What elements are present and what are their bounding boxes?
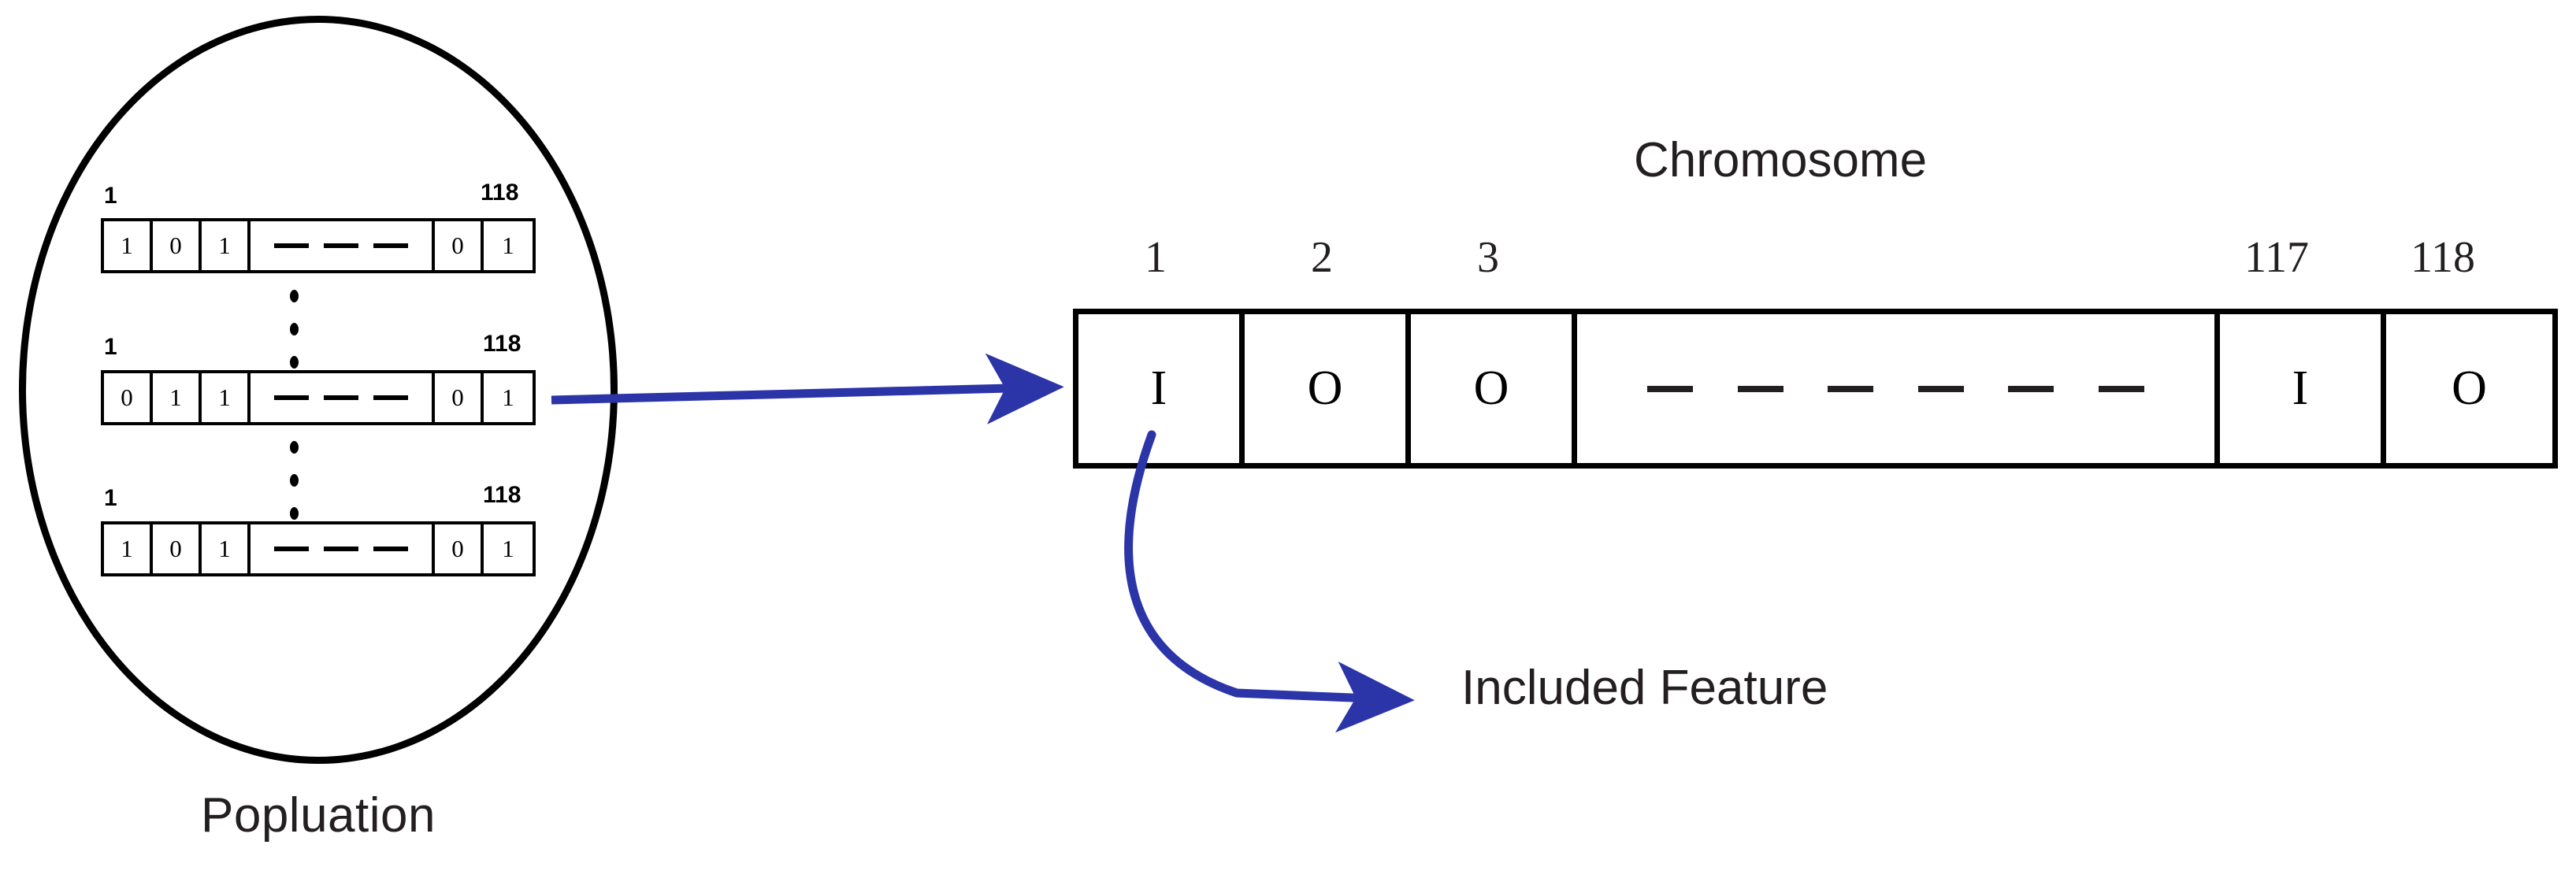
dash-icon	[2008, 385, 2054, 392]
population-cell: 1	[153, 373, 202, 422]
chromosome-index-117: 117	[2244, 233, 2309, 282]
population-cell: 1	[202, 221, 251, 270]
population-cell: 1	[104, 221, 153, 270]
population-cell: 1	[202, 524, 251, 573]
population-row: 1 0 1 0 1	[101, 521, 536, 576]
dash-icon	[373, 243, 408, 248]
dash-group	[1646, 385, 2144, 392]
dash-icon	[323, 395, 358, 400]
chromosome-cell-ellipsis	[1577, 314, 2220, 463]
population-cell-ellipsis	[251, 221, 435, 270]
dash-icon	[274, 243, 310, 248]
population-row-2-end-index: 118	[483, 331, 522, 357]
chromosome-index-118: 118	[2411, 233, 2475, 282]
chromosome-cell-1: I	[1078, 314, 1245, 463]
population-row: 1 0 1 0 1	[101, 218, 536, 273]
population-to-chromosome-arrow	[551, 353, 1064, 424]
population-label: Popluation	[200, 788, 436, 843]
dot-icon	[289, 441, 299, 454]
dash-icon	[323, 547, 358, 551]
dash-icon	[1737, 385, 1784, 392]
dash-icon	[373, 547, 408, 551]
dot-icon	[289, 507, 299, 520]
dash-group	[267, 547, 416, 551]
chromosome-index-3: 3	[1477, 233, 1499, 282]
chromosome-cell-3: O	[1411, 314, 1577, 463]
dash-group	[267, 395, 416, 400]
included-feature-label: Included Feature	[1461, 661, 1828, 715]
chromosome-strip: I O O I O	[1073, 309, 2558, 469]
population-cell-ellipsis	[251, 373, 435, 422]
dash-icon	[1828, 385, 1874, 392]
population-cell: 1	[502, 384, 514, 411]
chromosome-index-1: 1	[1145, 233, 1167, 282]
population-row-3-start-index: 1	[104, 485, 117, 511]
population-cell: 0	[104, 373, 153, 422]
included-feature-callout-arrow	[1124, 430, 1415, 733]
dot-icon	[289, 356, 299, 369]
population-cell: 0	[435, 221, 484, 270]
dash-icon	[1917, 385, 1964, 392]
vertical-ellipsis	[288, 441, 299, 520]
vertical-ellipsis	[288, 290, 299, 369]
population-cell: 1	[502, 232, 514, 259]
chromosome-cell-118: O	[2452, 361, 2487, 415]
population-cell: 0	[435, 524, 484, 573]
population-cell-ellipsis	[251, 524, 435, 573]
population-cell: 1	[502, 535, 514, 562]
chromosome-cell-2: O	[1245, 314, 1411, 463]
population-row-3-end-index: 118	[483, 482, 522, 508]
population-cell: 1	[104, 524, 153, 573]
dot-icon	[289, 290, 299, 302]
dash-icon	[323, 243, 358, 248]
population-row-2-start-index: 1	[104, 334, 117, 360]
dot-icon	[289, 474, 299, 487]
population-row: 0 1 1 0 1	[101, 370, 536, 425]
chromosome-index-2: 2	[1311, 233, 1333, 282]
dot-icon	[289, 323, 299, 335]
dash-icon	[2098, 385, 2144, 392]
dash-icon	[274, 395, 310, 400]
population-cell: 1	[202, 373, 251, 422]
dash-icon	[373, 395, 408, 400]
chromosome-cell-117: I	[2220, 314, 2386, 463]
dash-group	[267, 243, 416, 248]
population-cell: 0	[435, 373, 484, 422]
dash-icon	[1646, 385, 1693, 392]
chromosome-title: Chromosome	[1633, 133, 1928, 187]
population-row-1-end-index: 118	[481, 180, 519, 206]
population-row-1-start-index: 1	[104, 183, 117, 209]
population-cell: 0	[153, 524, 202, 573]
population-ellipse	[19, 16, 618, 764]
population-cell: 0	[153, 221, 202, 270]
dash-icon	[274, 547, 310, 551]
